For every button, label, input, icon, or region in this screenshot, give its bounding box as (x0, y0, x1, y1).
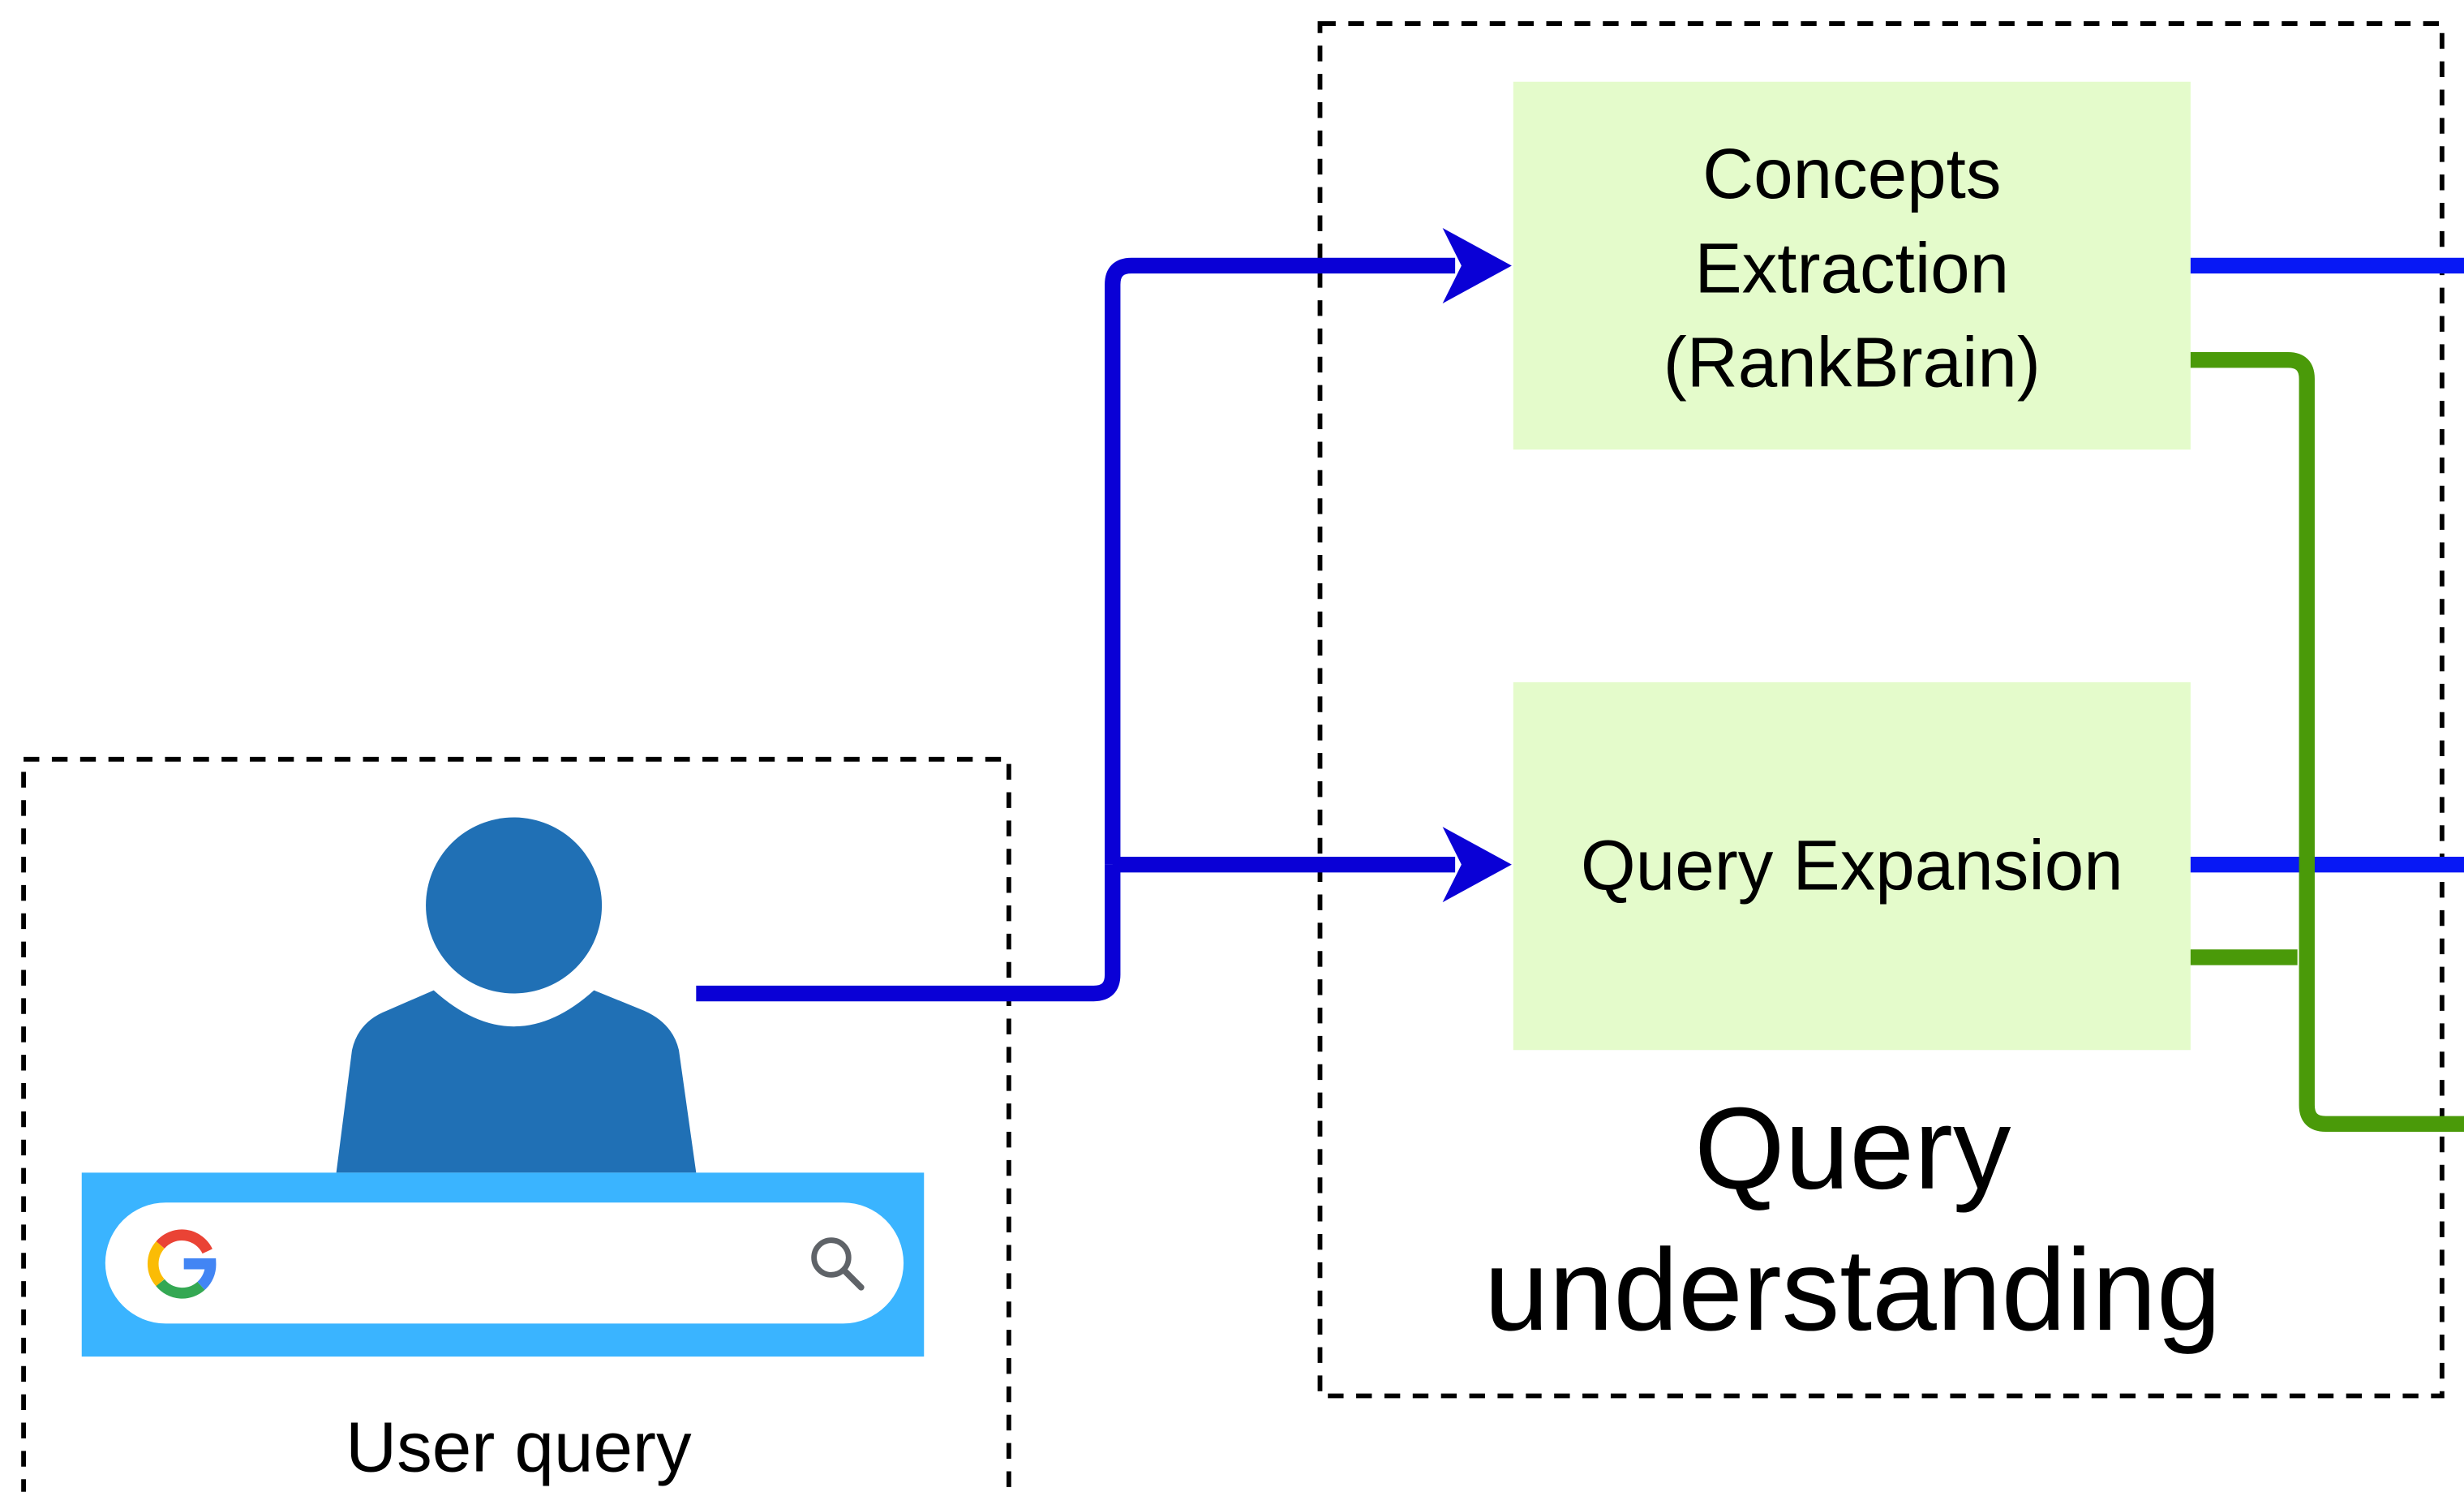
person-silhouette-icon (336, 817, 697, 1173)
google-g-icon (148, 1229, 217, 1299)
arrowhead-concepts (1442, 227, 1512, 303)
query-understanding-group-border (1317, 21, 2445, 1399)
magnifier-icon (811, 1237, 865, 1291)
arrowhead-expansion (1442, 827, 1512, 903)
query-understanding-line1: Query (1694, 1082, 2011, 1214)
concepts-label-line2: Extraction (1694, 227, 2010, 308)
user-query-group-border (21, 756, 1011, 1492)
query-expansion-label: Query Expansion (1580, 825, 2123, 905)
concepts-label-line1: Concepts (1702, 133, 2002, 214)
concepts-green-connector (2190, 352, 2464, 1132)
concepts-extraction-label: Concepts Extraction (RankBrain) (1513, 127, 2191, 411)
concepts-label-line3: (RankBrain) (1663, 322, 2041, 402)
concepts-extraction-box (1513, 81, 2191, 450)
user-query-caption: User query (346, 1407, 692, 1487)
query-understanding-title: Query understanding (1383, 1078, 2323, 1361)
query-understanding-line2: understanding (1483, 1224, 2221, 1356)
connector-to-concepts-arrow (1105, 257, 1456, 865)
search-bar (81, 1172, 925, 1357)
user-to-split-connector (696, 864, 1121, 1002)
query-expansion-box (1513, 682, 2191, 1051)
